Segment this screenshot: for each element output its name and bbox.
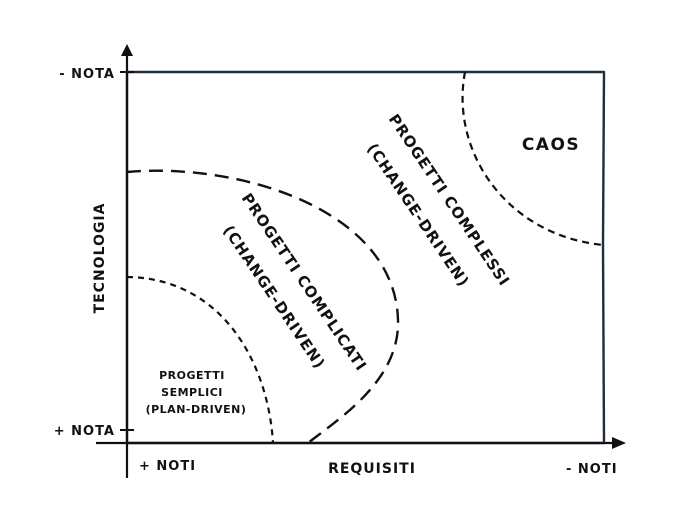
x-axis-arrow-icon bbox=[612, 437, 626, 449]
boundary-chaos bbox=[461, 71, 604, 247]
boundary-simple bbox=[126, 275, 275, 444]
y-top-label: - NOTA bbox=[59, 67, 115, 82]
x-right-label: - NOTI bbox=[566, 462, 618, 477]
x-axis-label: REQUISITI bbox=[328, 461, 416, 477]
region-simple-line3: (PLAN-DRIVEN) bbox=[146, 403, 247, 416]
y-axis-label: TECNOLOGIA bbox=[92, 203, 108, 314]
y-axis-arrow-icon bbox=[121, 44, 133, 56]
region-simple-line1: PROGETTI bbox=[159, 369, 225, 382]
x-left-label: + NOTI bbox=[139, 459, 196, 474]
region-chaos-label: CAOS bbox=[522, 135, 580, 155]
region-simple-line2: SEMPLICI bbox=[161, 386, 223, 399]
y-bottom-label: + NOTA bbox=[54, 424, 115, 439]
boundary-complicated bbox=[126, 169, 400, 444]
